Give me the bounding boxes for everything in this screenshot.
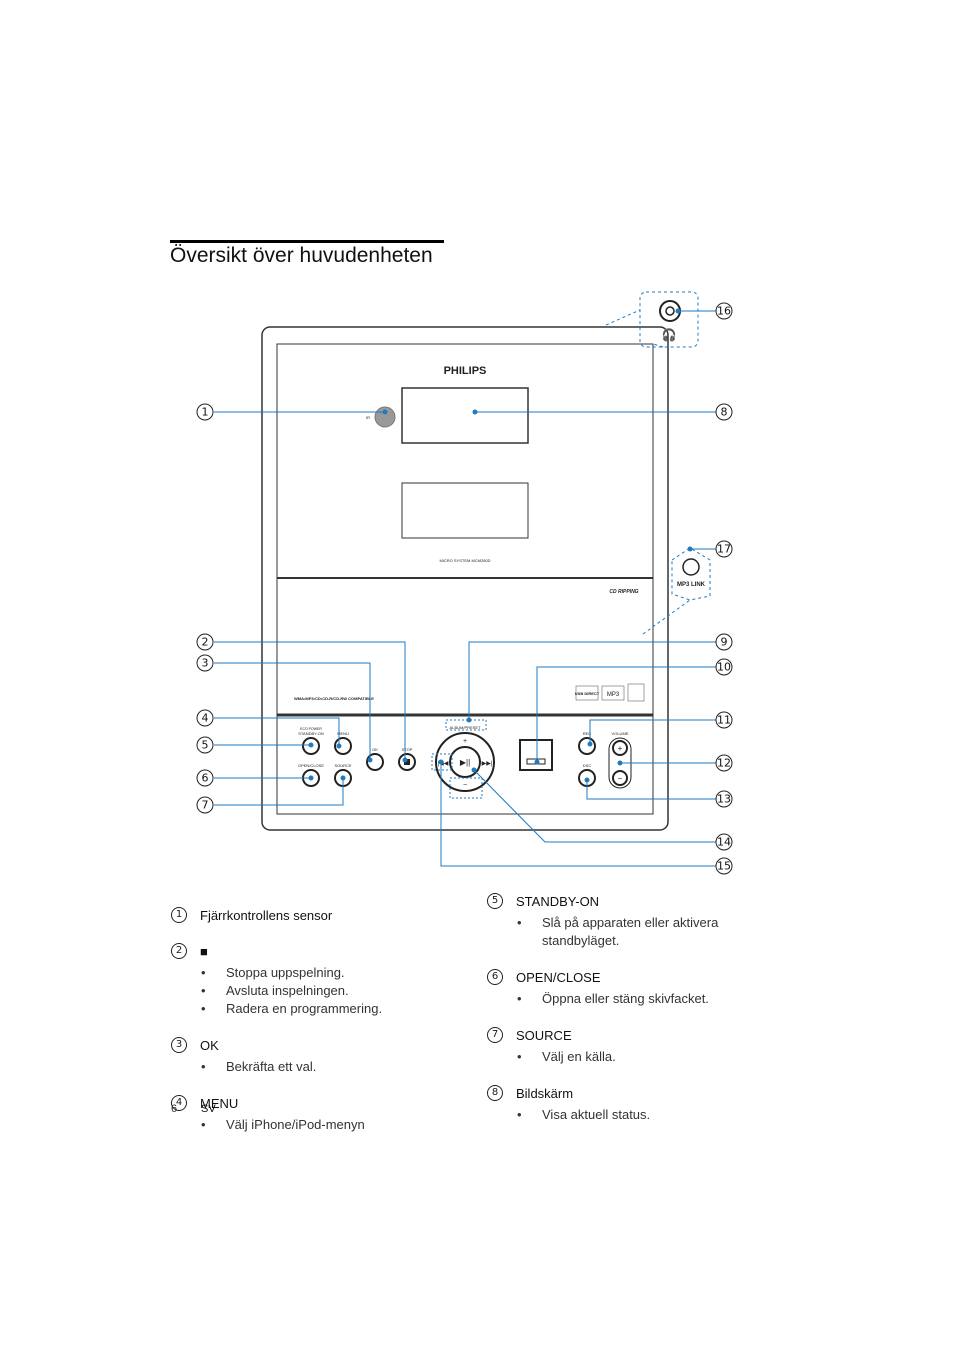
callout-11: 11 — [717, 714, 731, 727]
open-close-label: OPEN/CLOSE — [298, 763, 324, 768]
legend-number: 3 — [171, 1037, 187, 1053]
legend-label: Bildskärm — [516, 1085, 574, 1101]
dock-logo — [627, 683, 645, 702]
legend-item: 5 STANDBY-ON Slå på apparaten eller aktive… — [487, 892, 747, 950]
callout-16: 16 — [717, 305, 731, 318]
page-title: Översikt över huvudenheten — [170, 244, 433, 267]
legend-item: 8 BildskärmVisa aktuell status. — [487, 1084, 747, 1124]
display-screen — [401, 387, 529, 444]
callout-3: 3 — [202, 657, 209, 670]
legend-label: Fjärrkontrollens sensor — [200, 907, 333, 923]
legend-item: 7 SOURCE Välj en källa. — [487, 1026, 747, 1066]
usb-direct-label: USB DIRECT — [575, 691, 600, 696]
cd-ripping-label: CD RIPPING — [609, 589, 638, 595]
page-number: 6 — [171, 1103, 178, 1115]
mp3-link-zoom-box — [671, 547, 711, 601]
legend-label: ■ — [200, 943, 208, 959]
mp3-logo — [601, 685, 625, 701]
callout-17: 17 — [717, 543, 731, 556]
language-code: SV — [201, 1103, 216, 1115]
compat-label: WMA•MP3•CD•CD-R/CD-RW COMPATIBLE — [294, 696, 374, 701]
title-rule — [170, 240, 444, 243]
legend-item: 6 OPEN/CLOSE Öppna eller stäng skivfacket. — [487, 968, 747, 1008]
usb-port — [519, 739, 553, 771]
source-label: SOURCE — [334, 763, 351, 768]
brand-logo: PHILIPS — [444, 365, 487, 377]
legend-label: MENU — [200, 1095, 239, 1111]
vol-up-icon: + — [618, 744, 623, 753]
legend-bullet: Radera en programmering. — [171, 1000, 431, 1018]
legend-bullet: Välj en källa. — [487, 1048, 747, 1066]
legend-bullet: Stoppa uppspelning. — [171, 964, 431, 982]
callout-leaders — [214, 308, 716, 867]
prev-icon: |◀◀ — [438, 761, 449, 767]
legend-item: 4 MENU Välj iPhone/iPod-menyn — [171, 1094, 431, 1134]
legend-label: STANDBY-ON — [516, 893, 600, 909]
preset-up-icon: + — [463, 738, 467, 745]
callout-10: 10 — [717, 661, 731, 674]
legend-number: 8 — [487, 1085, 503, 1101]
eco-power-label: ECO POWER — [300, 727, 322, 731]
mp3-link-label: MP3 LINK — [677, 582, 706, 588]
callout-12: 12 — [717, 757, 731, 770]
model-label: MICRO SYSTEM MCM280D — [439, 558, 490, 563]
callout-14: 14 — [717, 836, 731, 849]
callout-6: 6 — [202, 772, 209, 785]
standby-label: STANDBY-ON — [298, 731, 324, 736]
callout-9: 9 — [721, 636, 728, 649]
legend-item: 1 Fjärrkontrollens sensor — [171, 906, 431, 924]
cd-door-window — [401, 482, 529, 539]
headphone-icon: 🎧 — [662, 328, 677, 342]
vol-up-button — [612, 740, 628, 756]
legend-bullet: Bekräfta ett val. — [171, 1058, 431, 1076]
mp3-link-jack — [682, 558, 700, 576]
callout-numbers: 1 2 3 4 5 6 7 8 9 10 11 12 13 14 15 16 1… — [196, 302, 733, 875]
legend-label: OPEN/CLOSE — [516, 969, 601, 985]
legend-item: 3 OK Bekräfta ett val. — [171, 1036, 431, 1076]
ir-label: IR — [366, 415, 370, 420]
usb-direct-logo — [575, 685, 599, 701]
vol-down-button — [612, 770, 628, 786]
legend-number: 7 — [487, 1027, 503, 1043]
callout-8: 8 — [721, 406, 728, 419]
legend-number: 6 — [487, 969, 503, 985]
callout-5: 5 — [202, 739, 209, 752]
legend-item: 2 ■ Stoppa uppspelning.Avsluta inspelninge… — [171, 942, 431, 1018]
legend-bullet: Slå på apparaten eller aktivera standbyl… — [487, 914, 747, 950]
callout-1: 1 — [202, 406, 209, 419]
dsc-label: DSC — [583, 763, 592, 768]
volume-label: VOLUME — [612, 731, 629, 736]
stop-label: STOP — [402, 747, 413, 752]
callout-15: 15 — [717, 860, 731, 873]
legend-number: 1 — [171, 907, 187, 923]
legend-bullet: Välj iPhone/iPod-menyn — [171, 1116, 431, 1134]
preset-down-icon: − — [463, 782, 467, 789]
album-preset-label: ALBUM/PRESET — [450, 725, 481, 730]
menu-label: MENU — [337, 731, 349, 736]
callout-2: 2 — [202, 636, 209, 649]
play-pause-icon: ▶|| — [460, 758, 470, 767]
legend-label: OK — [200, 1037, 219, 1053]
legend-number: 5 — [487, 893, 503, 909]
main-unit-diagram: PHILIPS MICRO SYSTEM MCM280D CD RIPPING … — [196, 291, 733, 875]
mp3-logo-label: MP3 — [607, 692, 620, 698]
legend-bullet: Visa aktuell status. — [487, 1106, 747, 1124]
ok-label: OK — [372, 747, 378, 752]
legend-bullet: Avsluta inspelningen. — [171, 982, 431, 1000]
rec-label: REC — [583, 731, 592, 736]
legend-right-column: 5 STANDBY-ON Slå på apparaten eller aktive… — [487, 892, 747, 1142]
callout-4: 4 — [202, 712, 209, 725]
callout-13: 13 — [717, 793, 731, 806]
callout-7: 7 — [202, 799, 209, 812]
rec-button — [578, 737, 596, 755]
vol-down-icon: − — [618, 774, 623, 783]
legend-left-column: 1 Fjärrkontrollens sensor 2 ■ Stoppa uppspel… — [171, 906, 431, 1152]
legend-number: 4 — [171, 1095, 187, 1111]
next-icon: ▶▶| — [482, 761, 493, 767]
stop-icon — [404, 759, 410, 765]
legend-label: SOURCE — [516, 1027, 572, 1043]
legend-bullet: Öppna eller stäng skivfacket. — [487, 990, 747, 1008]
legend-number: 2 — [171, 943, 187, 959]
